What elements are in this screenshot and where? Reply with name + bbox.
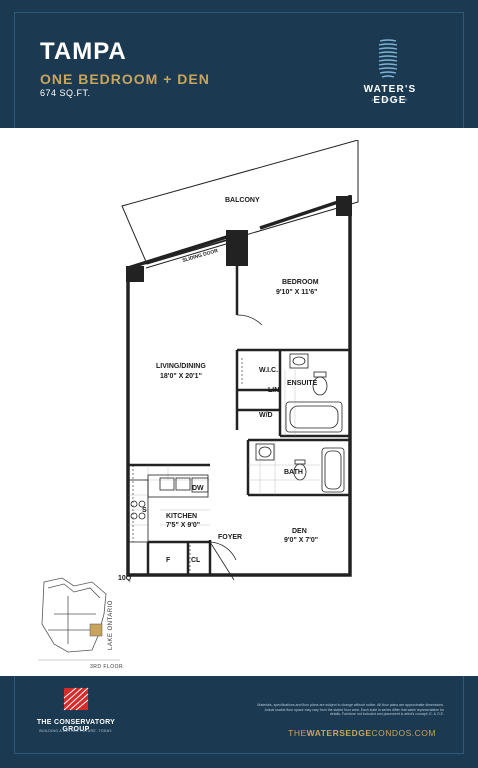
key-plan-diagram [38, 577, 120, 661]
developer-name: THE CONSERVATORY GROUP [36, 719, 116, 733]
unit-type: ONE BEDROOM + DEN [40, 71, 210, 87]
website-prefix: THE [288, 728, 307, 738]
lake-ontario-label: LAKE ONTARIO [108, 600, 114, 650]
room-label-lin: LIN [268, 387, 280, 394]
website-bold: WATERSEDGE [306, 728, 372, 738]
room-label-bath: BATH [284, 469, 303, 476]
room-dim-den: 9'0" X 7'0" [284, 537, 319, 544]
unit-size: 674 SQ.FT. [40, 88, 91, 98]
room-label-living: LIVING/DINING [156, 363, 206, 370]
room-label-dw: DW [192, 485, 204, 492]
room-label-balcony: BALCONY [225, 197, 260, 204]
room-label-fridge: F [166, 557, 171, 564]
room-label-den: DEN [292, 528, 307, 535]
room-label-ensuite: ENSUITE [287, 380, 318, 387]
room-label-wic: W.I.C. [259, 367, 279, 374]
header-border [14, 12, 464, 128]
room-label-kitchen: KITCHEN [166, 513, 198, 520]
room-label-stove: S [142, 507, 147, 514]
floor-level-label: 3RD FLOOR [90, 664, 124, 670]
room-dim-living: 18'0" X 20'1" [160, 373, 202, 380]
waters-edge-logo-icon [378, 39, 398, 78]
brand-subtitle: AT THE COVE [371, 97, 409, 102]
room-dim-bedroom: 9'10" X 11'6" [276, 289, 318, 296]
developer-tagline: BUILDING A BETTER FUTURE. TODAY. [39, 729, 113, 733]
website-suffix: CONDOS.COM [371, 728, 436, 738]
room-label-bedroom: BEDROOM [282, 279, 319, 286]
brand-name: WATER'S EDGE [363, 84, 417, 106]
room-label-closet: CL [191, 557, 201, 564]
website-link[interactable]: THEWATERSEDGECONDOS.COM [254, 728, 436, 738]
floor-plan: BALCONY SLIDING DOOR BEDROOM 9'10" X 11'… [100, 139, 380, 600]
footer-border [14, 676, 464, 754]
header-banner [0, 0, 478, 128]
disclaimer-text: Materials, specifications and floor plan… [257, 703, 444, 716]
floor-plan-drawing [121, 139, 359, 581]
unit-code: 10Q [118, 575, 132, 582]
room-label-wd: W/D [259, 412, 273, 419]
room-dim-kitchen: 7'5" X 9'0" [166, 522, 201, 529]
room-label-foyer: FOYER [218, 534, 243, 541]
unit-name: TAMPA [40, 38, 127, 65]
conservatory-group-logo-icon [63, 687, 89, 711]
